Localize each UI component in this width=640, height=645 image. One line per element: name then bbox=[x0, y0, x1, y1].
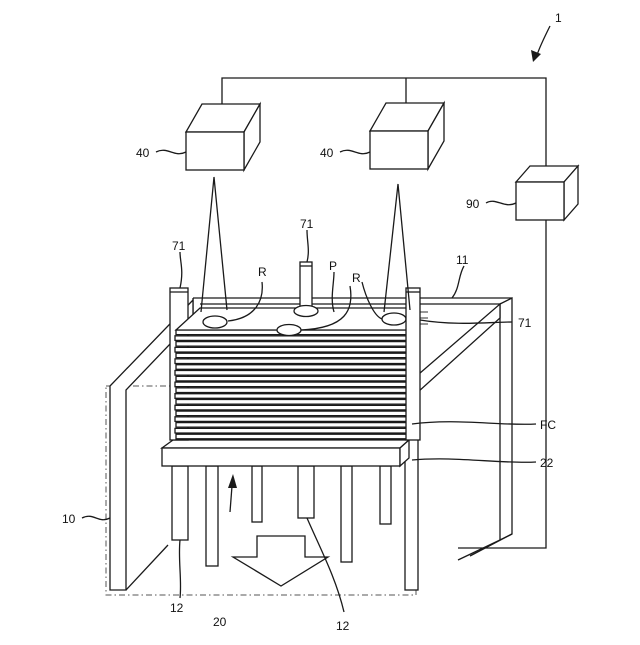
label-panel: P bbox=[329, 259, 337, 273]
cell-stack bbox=[175, 306, 428, 439]
label-post-right: 71 bbox=[518, 316, 532, 330]
stack-plate bbox=[176, 342, 407, 347]
label-housing: 10 bbox=[62, 512, 76, 526]
label-frame: 11 bbox=[456, 253, 469, 267]
label-post-left: 71 bbox=[172, 239, 186, 253]
stack-plate bbox=[175, 405, 407, 410]
stack-plate bbox=[176, 434, 407, 439]
label-camera-left: 40 bbox=[136, 146, 150, 160]
stack-plate bbox=[175, 336, 407, 341]
stack-plates bbox=[175, 330, 407, 439]
support-plate bbox=[162, 440, 409, 466]
stack-plate bbox=[176, 423, 407, 428]
stack-plate bbox=[175, 428, 407, 433]
label-post-top: 71 bbox=[300, 217, 314, 231]
ref-mark-lower bbox=[277, 325, 301, 336]
down-arrow bbox=[233, 536, 328, 586]
stack-plate bbox=[175, 359, 407, 364]
label-lift: 20 bbox=[213, 615, 227, 629]
stack-plate bbox=[176, 365, 407, 370]
rod-left bbox=[172, 466, 188, 540]
label-device: 1 bbox=[555, 11, 562, 25]
label-ref-right: R bbox=[352, 271, 361, 285]
controller-box bbox=[516, 166, 578, 220]
label-stack: FC bbox=[540, 418, 556, 432]
label-rod-right: 12 bbox=[336, 619, 350, 633]
lift-pointer bbox=[228, 474, 237, 512]
stack-plate bbox=[176, 400, 407, 405]
stack-plate bbox=[175, 394, 407, 399]
label-camera-right: 40 bbox=[320, 146, 334, 160]
stack-plate bbox=[176, 376, 407, 381]
label-plate: 22 bbox=[540, 456, 554, 470]
stack-plate bbox=[176, 388, 407, 393]
camera-right bbox=[370, 103, 444, 169]
stack-plate bbox=[176, 411, 407, 416]
stack-plate bbox=[175, 347, 407, 352]
stack-plate bbox=[176, 353, 407, 358]
ref-mark-left bbox=[203, 316, 227, 328]
ref-mark-right bbox=[382, 313, 406, 325]
camera-left bbox=[186, 104, 260, 170]
label-ref-left: R bbox=[258, 265, 267, 279]
lift-mechanism bbox=[172, 466, 391, 586]
stack-plate bbox=[175, 382, 407, 387]
post-front-right bbox=[406, 288, 420, 440]
rod-center bbox=[298, 466, 314, 518]
stack-plate bbox=[175, 417, 407, 422]
ref-mark-center bbox=[294, 306, 318, 317]
stack-plate bbox=[175, 371, 407, 376]
device-arrow bbox=[531, 26, 550, 62]
label-rod-left: 12 bbox=[170, 601, 184, 615]
label-controller: 90 bbox=[466, 197, 480, 211]
